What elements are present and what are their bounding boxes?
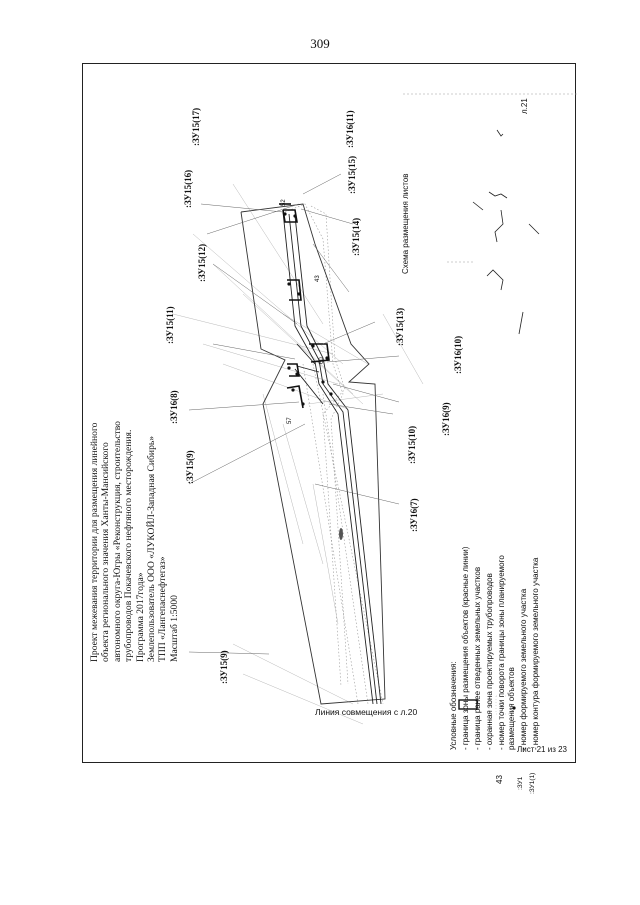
point-number: 43 xyxy=(315,275,321,282)
parcel-label-zu15-12: :ЗУ15(12) xyxy=(197,243,207,282)
parcel-label-zu16-10: :ЗУ16(10) xyxy=(453,335,463,374)
legend-item-protection-zone: - охранная зона проектируемых трубопрово… xyxy=(485,573,494,750)
title-line-7: ТПП «Лангепаснефтегаз» xyxy=(157,556,169,663)
title-line-1: Проект межевания территории для размещен… xyxy=(89,422,100,662)
parcel-label-zu16-7: :ЗУ16(7) xyxy=(409,498,419,532)
legend-title: Условные обозначения: xyxy=(449,661,458,750)
legend-item-contour-number: - номер контура формируемого земельного … xyxy=(531,557,540,750)
parcel-label-zu15-13: :ЗУ15(13) xyxy=(395,307,405,346)
parcel-label-zu15-11: :ЗУ15(11) xyxy=(165,306,175,344)
legend-item-point-number-cont: размещения объектов xyxy=(507,667,516,750)
parcel-label-zu15-14: :ЗУ15(14) xyxy=(351,217,361,256)
sheet-layout-scheme xyxy=(472,129,540,335)
parcel-label-zu16-8: :ЗУ16(8) xyxy=(169,390,179,424)
legend-item-zone: - граница зоны размещения объектов (крас… xyxy=(461,546,470,750)
title-block: Проект межевания территории для размещен… xyxy=(89,82,180,662)
page-number: 309 xyxy=(310,36,330,51)
parcel-label-zu15-9: :ЗУ15(9) xyxy=(185,450,195,484)
match-line-label: Линия совмещения с л.20 xyxy=(315,707,418,717)
legend-sym-contour: :ЗУ1(1) xyxy=(529,772,536,794)
point-number: 52 xyxy=(281,199,287,206)
background-parcel-lines xyxy=(172,183,424,725)
turning-points xyxy=(283,212,343,540)
scheme-label: Схема размещения листов xyxy=(401,173,410,274)
title-line-2: объекта регионального значения Ханты-Ман… xyxy=(100,442,112,662)
legend-item-parcel-number: - номер формируемого земельного участка xyxy=(519,588,528,750)
legend-sym-point: 43 xyxy=(495,775,504,784)
pipelines xyxy=(282,211,382,705)
legend-sym-parcel: :ЗУ1 xyxy=(517,776,524,790)
point-number: 60 xyxy=(319,357,325,364)
title-line-8: Масштаб 1:5000 xyxy=(168,595,180,662)
point-number: 57 xyxy=(287,417,293,424)
map-sheet: Проект межевания территории для размещен… xyxy=(82,63,577,794)
parcel-label-zu16-11: :ЗУ16(11) xyxy=(345,110,355,148)
scheme-sheet-number: л.21 xyxy=(520,98,529,114)
parcel-label-zu15-9b: :ЗУ15(9) xyxy=(219,650,229,684)
legend-item-point-number: - номер точки поворота границы зоны план… xyxy=(497,555,506,750)
parcel-label-zu15-16: :ЗУ15(16) xyxy=(183,169,193,208)
scheme-frame xyxy=(403,93,577,263)
protection-zone-lines xyxy=(284,203,384,705)
parcel-label-zu16-9: :ЗУ16(9) xyxy=(441,402,451,436)
title-line-5: Программа 2017года» xyxy=(134,572,146,662)
title-line-3: автономного округа-Югры «Реконструкция, … xyxy=(111,421,123,662)
map-drawing xyxy=(172,93,577,725)
sheet-number-label: Лист 21 из 23 xyxy=(517,745,567,754)
parcel-contours xyxy=(279,203,330,409)
leader-lines xyxy=(188,173,400,655)
title-line-6: Землепользователь ООО «ЛУКОЙЛ-Западная С… xyxy=(146,435,158,662)
parcel-label-zu15-10: :ЗУ15(10) xyxy=(407,425,417,464)
legend-item-prior-parcels: - граница ранее отведенных земельных уча… xyxy=(473,566,482,750)
parcel-label-zu15-15: :ЗУ15(15) xyxy=(347,155,357,194)
legend-symbols xyxy=(458,695,516,715)
zone-boundary xyxy=(240,203,386,705)
parcel-label-zu15-17: :ЗУ15(17) xyxy=(191,107,201,146)
title-line-4: трубопроводов Покачевского нефтяного мес… xyxy=(123,429,135,662)
